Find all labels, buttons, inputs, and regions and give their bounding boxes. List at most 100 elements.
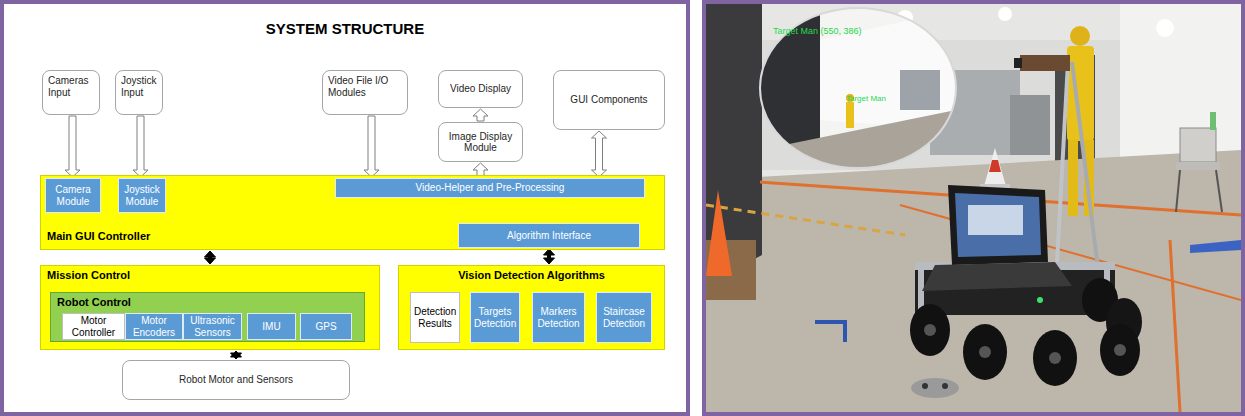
input-box: Cameras Input (42, 70, 100, 115)
group-title: Main GUI Controller (47, 230, 150, 243)
block-arrow (364, 116, 379, 177)
robot-wheel (1033, 330, 1077, 386)
double-arrow (544, 249, 555, 264)
laptop-display (955, 193, 1041, 257)
box-label: Motor Encoders (129, 315, 179, 338)
block-arrow (473, 109, 488, 121)
module-box: Image Display Module (438, 122, 523, 162)
module-box: Joystick Module (118, 178, 166, 213)
box-label: Staircase Detection (600, 306, 648, 329)
detector-box: Markers Detection (532, 292, 585, 343)
panel-frame (704, 2, 1243, 414)
double-arrow (231, 351, 242, 359)
window (1010, 95, 1050, 155)
output-box: Video Display (438, 70, 523, 108)
block-arrow (592, 131, 607, 177)
group-title: Mission Control (47, 269, 130, 282)
control-band: Mission ControlRobot ControlMotor Contro… (40, 265, 380, 350)
chair-leg (1216, 170, 1222, 212)
box-label: Algorithm Interface (507, 230, 591, 242)
algorithm-band: Vision Detection AlgorithmsDetection Res… (398, 265, 665, 350)
magnifier-view (760, 4, 956, 180)
gamepad-stick (922, 383, 928, 389)
box-label: Video File I/O Modules (328, 75, 402, 98)
box-label: Camera Module (49, 184, 97, 207)
floor (706, 150, 1241, 412)
chair-leg (1176, 170, 1180, 212)
robot-photo (706, 4, 1241, 412)
chair-seat (1176, 162, 1220, 170)
input-box: Video File I/O Modules (322, 70, 408, 115)
cone-stripe (989, 160, 1001, 172)
right-wall (1120, 4, 1241, 169)
ceiling-light (1156, 19, 1174, 37)
laptop-keyboard (922, 262, 1072, 291)
wheel-hub (924, 324, 936, 336)
interface-box: Algorithm Interface (458, 223, 640, 248)
robot-wheel (910, 304, 950, 356)
overlay-label: Target Man (846, 94, 886, 103)
box-label: Image Display Module (442, 131, 519, 154)
gamepad-stick (942, 383, 948, 389)
result-box: Detection Results (410, 292, 460, 343)
mannequin-leg (1068, 140, 1078, 216)
floor-tape (706, 205, 905, 235)
mannequin-head (1070, 26, 1090, 46)
component-box: Motor Encoders (125, 313, 183, 340)
box-label: Video-Helper and Pre-Processing (416, 182, 565, 194)
box-label: GPS (315, 321, 336, 333)
status-led (1037, 297, 1043, 303)
detector-box: Staircase Detection (596, 292, 652, 343)
floor-tape (1170, 240, 1180, 412)
module-bar: Video-Helper and Pre-Processing (335, 178, 645, 198)
box-label: Detection Results (414, 306, 456, 329)
lens-figure-body (846, 102, 854, 128)
box-label: Cameras Input (48, 75, 94, 98)
laptop-window (968, 205, 1023, 235)
box-label: IMU (262, 321, 280, 333)
wheel-hub (979, 346, 991, 358)
box-label: Joystick Input (121, 75, 157, 98)
traffic-cone (706, 190, 732, 276)
gamepad (911, 378, 959, 398)
blue-tape (815, 322, 845, 342)
block-arrow (133, 116, 148, 177)
component-box: GUI Components (553, 70, 665, 130)
magnifier-rim (760, 8, 956, 168)
overlay-label: Target Man (550, 386) (773, 26, 862, 36)
control-group: Robot ControlMotor ControllerMotor Encod… (50, 292, 365, 342)
component-box: IMU (247, 313, 296, 340)
wheel-hub (1114, 344, 1126, 356)
component-box: GPS (300, 313, 352, 340)
box-label: Video Display (450, 83, 511, 95)
panel-frame (2, 2, 688, 414)
component-box: Motor Controller (62, 313, 125, 340)
box-label: Robot Motor and Sensors (179, 374, 293, 386)
box-label: Markers Detection (536, 306, 581, 329)
chair-back (1180, 128, 1216, 162)
ceiling-light (998, 7, 1012, 21)
box-label: Joystick Module (122, 184, 162, 207)
camera-lens (1014, 58, 1022, 68)
robot-rail (918, 262, 924, 312)
blue-tape (1190, 240, 1241, 253)
camera (1020, 55, 1070, 71)
block-arrow (65, 116, 80, 177)
wheel-hub (1049, 352, 1061, 364)
double-arrow (205, 251, 216, 264)
input-box: Joystick Input (115, 70, 163, 115)
bottle (1210, 112, 1216, 130)
diagram-title: SYSTEM STRUCTURE (0, 20, 690, 37)
box-label: Ultrasonic Sensors (187, 315, 238, 338)
box-label: Targets Detection (474, 306, 516, 329)
traffic-cone (984, 148, 1006, 186)
box-label: Motor Controller (66, 315, 121, 338)
robot-wheel (963, 324, 1007, 380)
robot-wheel (1100, 324, 1140, 376)
detector-box: Targets Detection (470, 292, 520, 343)
hardware-box: Robot Motor and Sensors (122, 360, 350, 400)
module-box: Camera Module (45, 178, 101, 213)
lens-window (900, 70, 940, 110)
box-label: GUI Components (570, 94, 647, 106)
